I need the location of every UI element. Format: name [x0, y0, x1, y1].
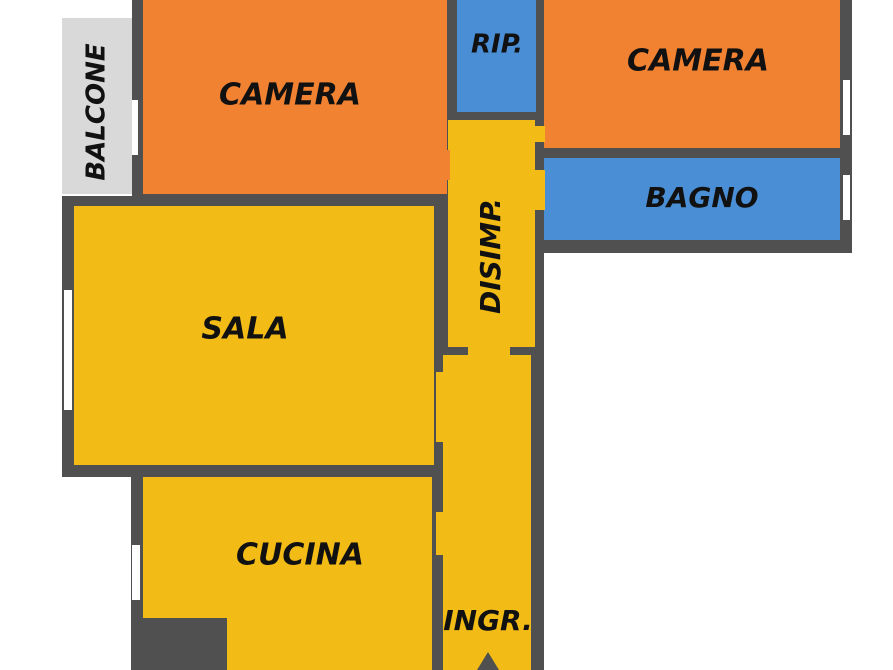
- room-disimpegno: [448, 120, 535, 347]
- room-camera-right: [544, 0, 840, 148]
- label-balcone: BALCONE: [82, 43, 112, 180]
- room-camera-left: [143, 0, 447, 194]
- room-cucina: [143, 477, 432, 670]
- label-cucina: CUCINA: [236, 538, 364, 573]
- room-bagno: [544, 158, 840, 240]
- room-ripostiglio: [457, 0, 536, 112]
- windows: [64, 80, 850, 600]
- label-sala: SALA: [201, 312, 288, 347]
- door-opening-camera-right: [535, 126, 545, 142]
- label-disimpegno: DISIMP.: [474, 198, 507, 314]
- label-bagno: BAGNO: [645, 181, 758, 214]
- room-balcone: [62, 18, 132, 194]
- door-opening-bagno: [535, 170, 545, 210]
- room-sala: [74, 206, 434, 465]
- label-ingresso: INGR.: [443, 604, 533, 637]
- label-ripostiglio: RIP.: [471, 30, 523, 60]
- door-opening-camera-left: [446, 150, 450, 180]
- room-ingresso: [443, 355, 531, 670]
- entrance-arrow-icon: [477, 652, 499, 670]
- door-openings: [436, 346, 510, 555]
- label-camera-right: CAMERA: [627, 44, 769, 79]
- label-camera-left: CAMERA: [219, 78, 361, 113]
